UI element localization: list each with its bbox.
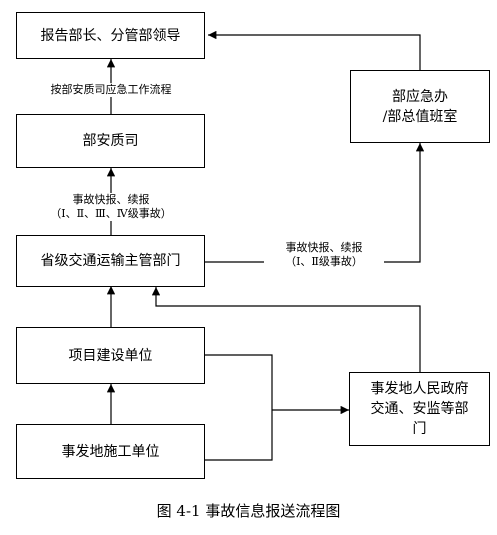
node-quality-dept: 部安质司 <box>16 114 205 168</box>
node-leaders: 报告部长、分管部领导 <box>16 12 205 59</box>
node-emergency-office-text: 部应急办 /部总值班室 <box>382 88 458 125</box>
node-local-government-text: 事发地人民政府 交通、安监等部 门 <box>370 381 469 437</box>
node-leaders-text: 报告部长、分管部领导 <box>40 27 181 44</box>
node-provincial-dept-text: 省级交通运输主管部门 <box>40 253 181 269</box>
label-report-left: 事故快报、续报 （Ⅰ、Ⅱ、Ⅲ、Ⅳ级事故） <box>20 193 202 221</box>
node-local-government: 事发地人民政府 交通、安监等部 门 <box>349 372 490 446</box>
node-project-unit-text: 项目建设单位 <box>68 347 153 364</box>
node-construction-unit-text: 事发地施工单位 <box>61 443 160 460</box>
node-construction-unit: 事发地施工单位 <box>16 424 205 479</box>
label-workflow-text: 按部安质司应急工作流程 <box>50 83 172 96</box>
label-report-right-line1: 事故快报、续报 <box>285 241 363 255</box>
label-report-right: 事故快报、续报 （Ⅰ、Ⅱ级事故） <box>264 241 384 269</box>
line-project-to-junction <box>205 354 273 461</box>
figure-caption: 图 4-1 事故信息报送流程图 <box>156 502 341 520</box>
node-quality-dept-text: 部安质司 <box>82 133 139 149</box>
label-workflow: 按部安质司应急工作流程 <box>21 83 201 97</box>
label-report-left-line1: 事故快报、续报 <box>72 193 150 206</box>
node-provincial-dept: 省级交通运输主管部门 <box>16 235 205 287</box>
arrow-emergency-to-leaders <box>208 30 421 70</box>
node-project-unit: 项目建设单位 <box>16 327 205 384</box>
label-report-left-line2: （Ⅰ、Ⅱ、Ⅲ、Ⅳ级事故） <box>50 207 172 220</box>
arrow-government-to-provincial <box>151 287 421 372</box>
node-emergency-office: 部应急办 /部总值班室 <box>350 70 490 143</box>
label-report-right-line2: （Ⅰ、Ⅱ级事故） <box>264 255 384 269</box>
